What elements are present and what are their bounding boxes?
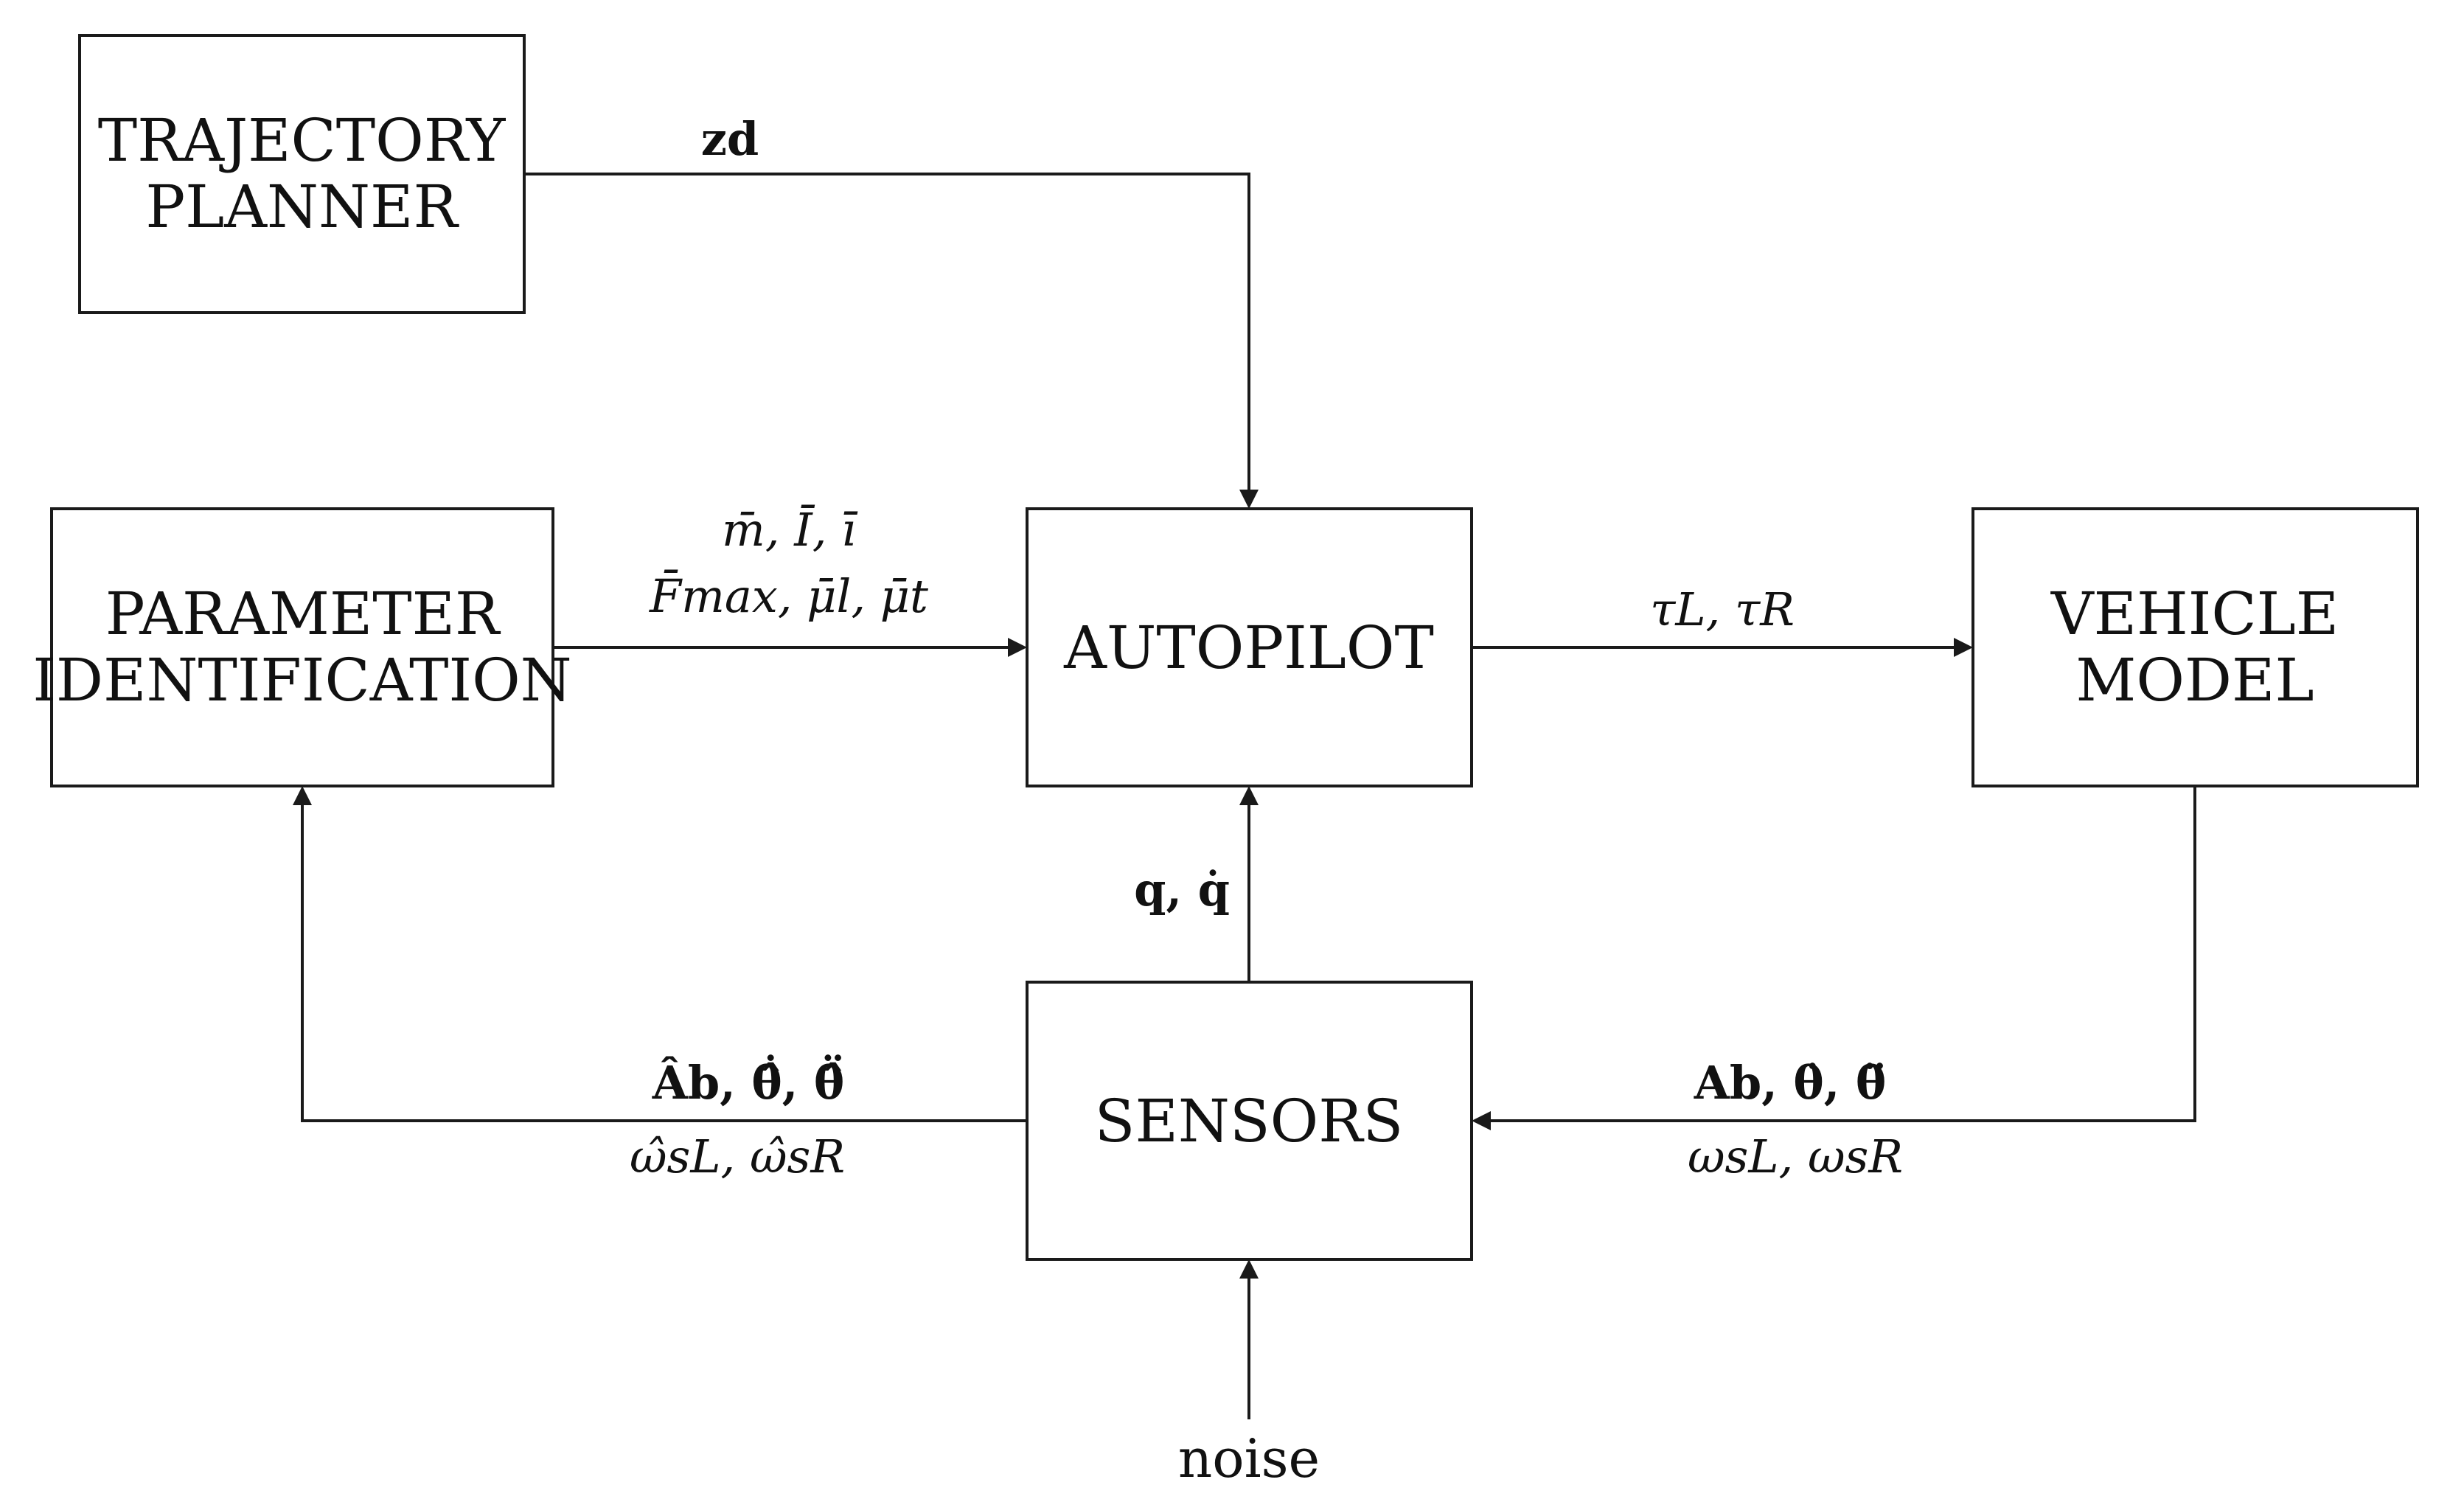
parameter-identification-label-line2: IDENTIFICATION: [32, 646, 571, 714]
trajectory-planner-block: TRAJECTORY PLANNER: [78, 34, 526, 314]
sensors-block: SENSORS: [1026, 981, 1473, 1261]
trajectory-planner-label-line1: TRAJECTORY: [98, 106, 507, 175]
planner-to-autopilot-arrow: [524, 173, 1259, 509]
signal-omega-label: ωsL, ωsR: [1688, 1130, 1903, 1183]
signal-q-qdot-label: q, q̇: [1134, 863, 1230, 917]
vehicle-model-label-line1: VEHICLE: [2050, 580, 2339, 648]
sensors-to-param-arrow: [293, 786, 1027, 1122]
vehicle-model-label-line2: MODEL: [2075, 646, 2314, 714]
sensors-label: SENSORS: [1095, 1087, 1404, 1155]
vehicle-model-block: VEHICLE MODEL: [1971, 507, 2419, 787]
signal-zd-label: zd: [701, 112, 759, 166]
vehicle-to-sensors-arrow: [1472, 786, 2196, 1130]
autopilot-block: AUTOPILOT: [1026, 507, 1473, 787]
signal-estimated-accel-label: Âb, θ̂̇, θ̂̈: [652, 1054, 845, 1110]
autopilot-to-vehicle-arrow: [1472, 638, 1973, 657]
parameter-identification-label-line1: PARAMETER: [105, 580, 501, 648]
trajectory-planner-label-line2: PLANNER: [145, 173, 459, 241]
autopilot-label: AUTOPILOT: [1063, 613, 1434, 682]
noise-to-sensors-arrow: [1239, 1259, 1259, 1419]
signal-friction-label: F̄max, μ̄l, μ̄t: [649, 569, 928, 623]
signal-accel-label: Ab, θ̇, θ̈: [1694, 1056, 1887, 1110]
parameter-identification-block: PARAMETER IDENTIFICATION: [32, 507, 572, 787]
noise-label: noise: [1178, 1427, 1320, 1489]
param-to-autopilot-arrow: [553, 638, 1027, 657]
sensors-to-autopilot-arrow: [1239, 786, 1259, 982]
signal-mass-inertia-label: m̄, Ī, ī: [722, 503, 858, 557]
signal-estimated-omega-label: ω̂sL, ω̂sR: [630, 1130, 845, 1183]
signal-torque-label: τL, τR: [1650, 582, 1795, 636]
